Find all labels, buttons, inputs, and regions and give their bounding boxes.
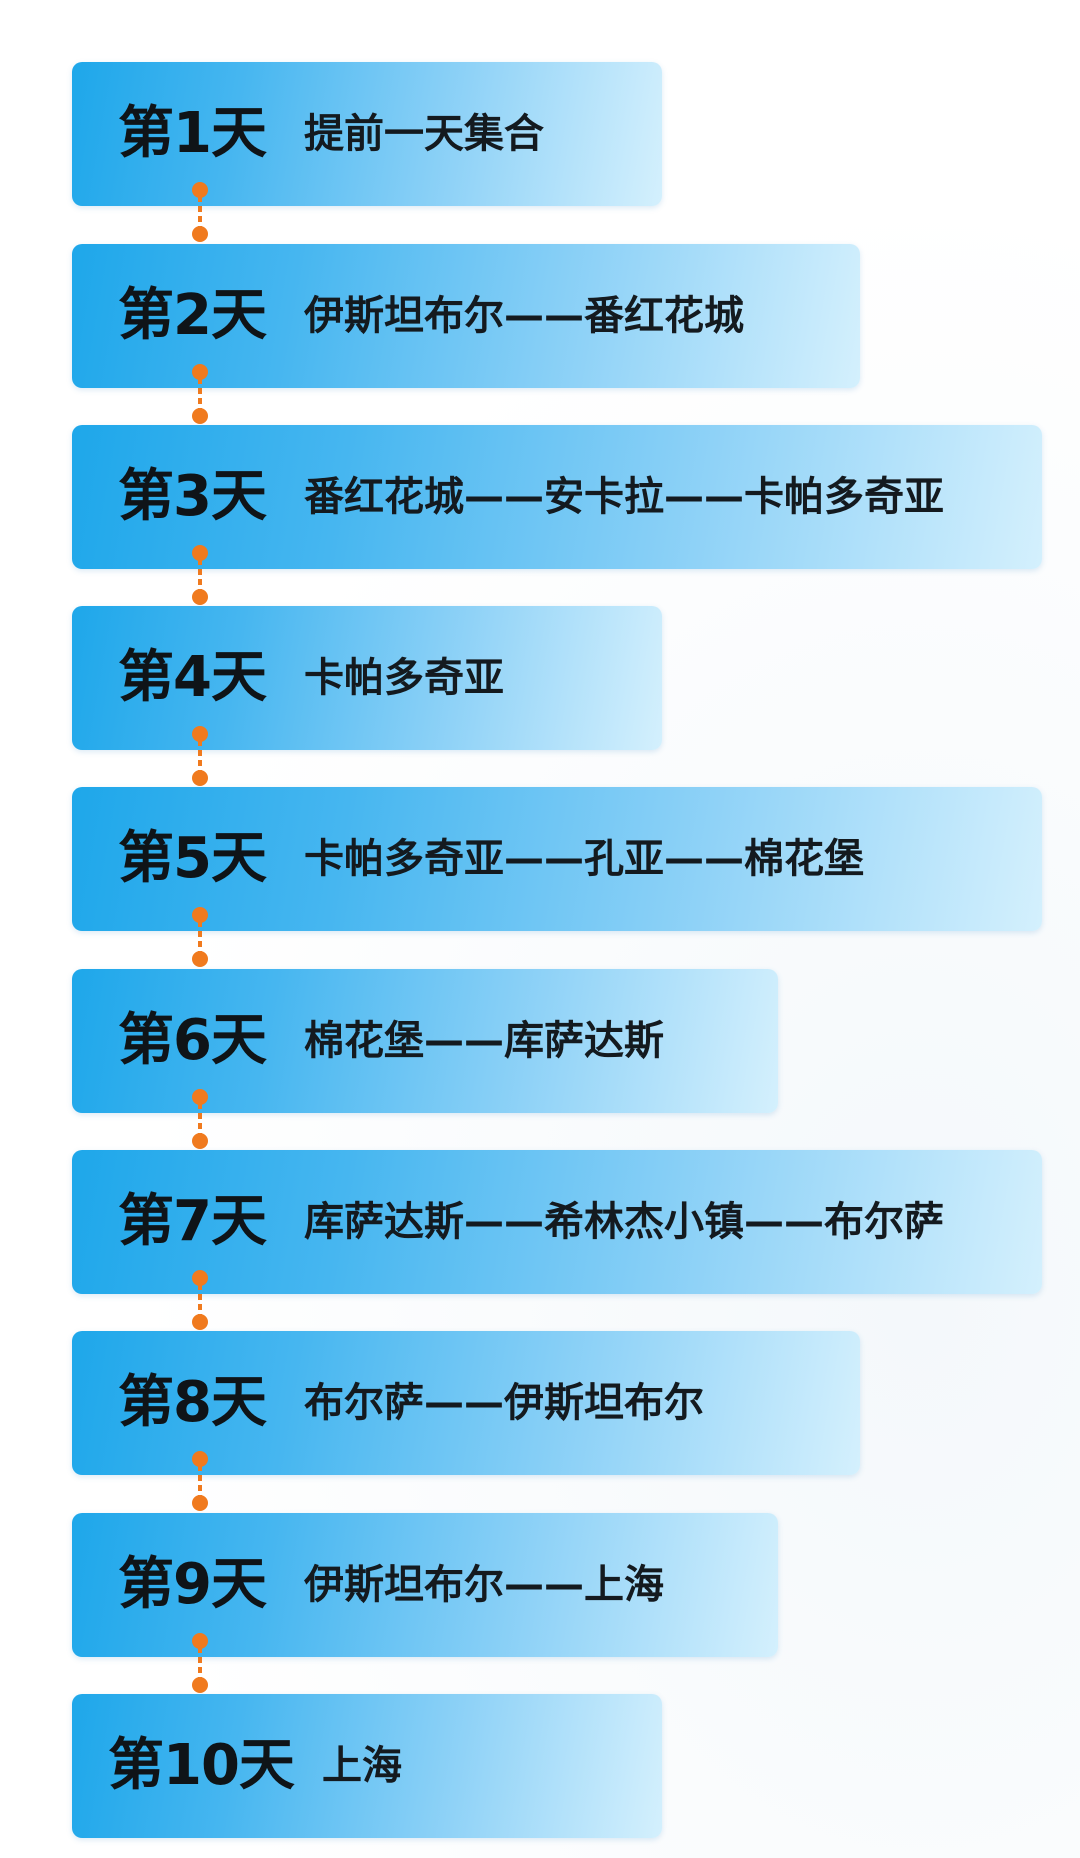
- connector-dash: [198, 1465, 202, 1497]
- connector-dash: [198, 559, 202, 591]
- connector-dot-icon: [192, 1677, 208, 1693]
- day-label: 第9天: [118, 1552, 267, 1617]
- route-text: 伊斯坦布尔——番红花城: [304, 293, 744, 339]
- timeline-connector-icon: [190, 726, 210, 786]
- connector-dash: [198, 196, 202, 228]
- connector-dash: [198, 378, 202, 410]
- connector-dot-icon: [192, 907, 208, 923]
- day-label: 第5天: [118, 826, 267, 891]
- day-card-4: 第4天 卡帕多奇亚: [72, 606, 662, 750]
- connector-dot-icon: [192, 408, 208, 424]
- connector-dot-icon: [192, 545, 208, 561]
- route-text: 上海: [322, 1743, 402, 1789]
- day-label: 第2天: [118, 283, 267, 348]
- timeline-connector-icon: [190, 1451, 210, 1511]
- day-card-3: 第3天 番红花城——安卡拉——卡帕多奇亚: [72, 425, 1042, 569]
- connector-dot-icon: [192, 951, 208, 967]
- route-text: 棉花堡——库萨达斯: [304, 1018, 664, 1064]
- day-label: 第8天: [118, 1370, 267, 1435]
- route-text: 提前一天集合: [304, 111, 544, 157]
- timeline-connector-icon: [190, 182, 210, 242]
- connector-dot-icon: [192, 1314, 208, 1330]
- connector-dot-icon: [192, 1133, 208, 1149]
- day-label: 第3天: [118, 464, 267, 529]
- day-card-1: 第1天 提前一天集合: [72, 62, 662, 206]
- connector-dash: [198, 1647, 202, 1679]
- route-text: 卡帕多奇亚——孔亚——棉花堡: [304, 836, 864, 882]
- day-label: 第10天: [108, 1733, 295, 1798]
- route-text: 卡帕多奇亚: [304, 655, 504, 701]
- day-card-10: 第10天 上海: [72, 1694, 662, 1838]
- connector-dot-icon: [192, 770, 208, 786]
- day-label: 第1天: [118, 101, 267, 166]
- timeline-connector-icon: [190, 1270, 210, 1330]
- route-text: 伊斯坦布尔——上海: [304, 1562, 664, 1608]
- connector-dash: [198, 740, 202, 772]
- day-label: 第7天: [118, 1189, 267, 1254]
- route-text: 番红花城——安卡拉——卡帕多奇亚: [304, 474, 944, 520]
- timeline-connector-icon: [190, 364, 210, 424]
- connector-dot-icon: [192, 1495, 208, 1511]
- day-card-9: 第9天 伊斯坦布尔——上海: [72, 1513, 778, 1657]
- timeline-connector-icon: [190, 1633, 210, 1693]
- connector-dot-icon: [192, 589, 208, 605]
- day-label: 第6天: [118, 1008, 267, 1073]
- connector-dot-icon: [192, 1633, 208, 1649]
- connector-dash: [198, 1284, 202, 1316]
- day-card-5: 第5天 卡帕多奇亚——孔亚——棉花堡: [72, 787, 1042, 931]
- connector-dot-icon: [192, 182, 208, 198]
- route-text: 库萨达斯——希林杰小镇——布尔萨: [304, 1199, 944, 1245]
- timeline-connector-icon: [190, 907, 210, 967]
- route-text: 布尔萨——伊斯坦布尔: [304, 1380, 704, 1426]
- connector-dot-icon: [192, 1089, 208, 1105]
- day-card-7: 第7天 库萨达斯——希林杰小镇——布尔萨: [72, 1150, 1042, 1294]
- connector-dash: [198, 921, 202, 953]
- timeline-connector-icon: [190, 545, 210, 605]
- day-card-6: 第6天 棉花堡——库萨达斯: [72, 969, 778, 1113]
- connector-dash: [198, 1103, 202, 1135]
- connector-dot-icon: [192, 226, 208, 242]
- day-label: 第4天: [118, 645, 267, 710]
- connector-dot-icon: [192, 726, 208, 742]
- connector-dot-icon: [192, 1270, 208, 1286]
- day-card-8: 第8天 布尔萨——伊斯坦布尔: [72, 1331, 860, 1475]
- timeline-connector-icon: [190, 1089, 210, 1149]
- connector-dot-icon: [192, 1451, 208, 1467]
- connector-dot-icon: [192, 364, 208, 380]
